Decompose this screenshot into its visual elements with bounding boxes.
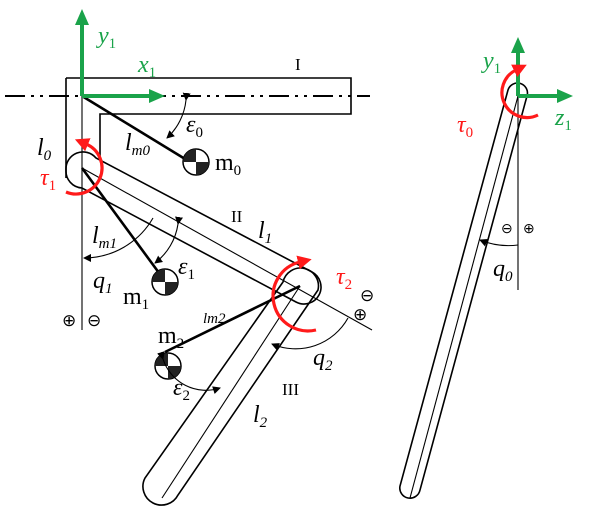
q2-arc [271, 317, 349, 351]
side-link [399, 82, 529, 499]
l0-label: l0 [37, 135, 52, 164]
tau1-torque-arrow [65, 138, 104, 196]
lm0-line [81, 94, 191, 164]
lm2-line [164, 284, 301, 354]
epsilon2-arc [157, 351, 221, 394]
front-x1-label: x1 [137, 52, 156, 81]
tau2-label: τ2 [336, 264, 352, 293]
m1-label: m1 [123, 284, 149, 313]
epsilon1-arc [154, 216, 183, 264]
l1-label: l1 [258, 218, 272, 247]
side-z1-label: z1 [554, 105, 572, 134]
q2-label: q2 [313, 345, 333, 374]
q1-plus-sign: ⊕ [62, 311, 76, 330]
link-I-outline [65, 77, 352, 178]
q1-arc [83, 217, 154, 262]
l2-label: l2 [253, 402, 268, 431]
link-III [142, 267, 320, 506]
side-y1-label: y1 [481, 48, 501, 77]
epsilon0-arc [166, 92, 191, 139]
lm1-label: lm1 [92, 223, 117, 252]
m2-label: m2 [158, 323, 184, 352]
tau0-torque-arrow [500, 64, 539, 120]
q0-label: q0 [493, 256, 513, 285]
tau1-label: τ1 [40, 165, 56, 194]
q2-minus-sign: ⊖ [360, 286, 374, 305]
q0-arc [479, 238, 519, 247]
link-III-label: III [282, 380, 299, 399]
epsilon0-label: ε0 [186, 112, 203, 141]
lm0-label: lm0 [125, 130, 151, 159]
q0-plus-sign: ⊕ [523, 222, 535, 237]
q1-minus-sign: ⊖ [87, 311, 101, 330]
q1-label: q1 [93, 268, 113, 297]
link-II-label: II [231, 207, 243, 226]
link-II [65, 151, 373, 331]
epsilon1-label: ε1 [178, 254, 195, 283]
tau2-torque-arrow [271, 255, 317, 333]
q0-minus-sign: ⊖ [501, 222, 513, 237]
m0-label: m0 [215, 150, 241, 179]
front-y1-label: y1 [96, 23, 116, 52]
link-I-label: I [295, 55, 301, 74]
lm2-label: lm2 [203, 311, 226, 327]
tau0-label: τ0 [457, 112, 473, 141]
epsilon2-label: ε2 [173, 375, 190, 404]
mass-m0-symbol [182, 148, 210, 176]
q2-plus-sign: ⊕ [353, 305, 367, 324]
mass-m1-symbol [151, 268, 179, 296]
